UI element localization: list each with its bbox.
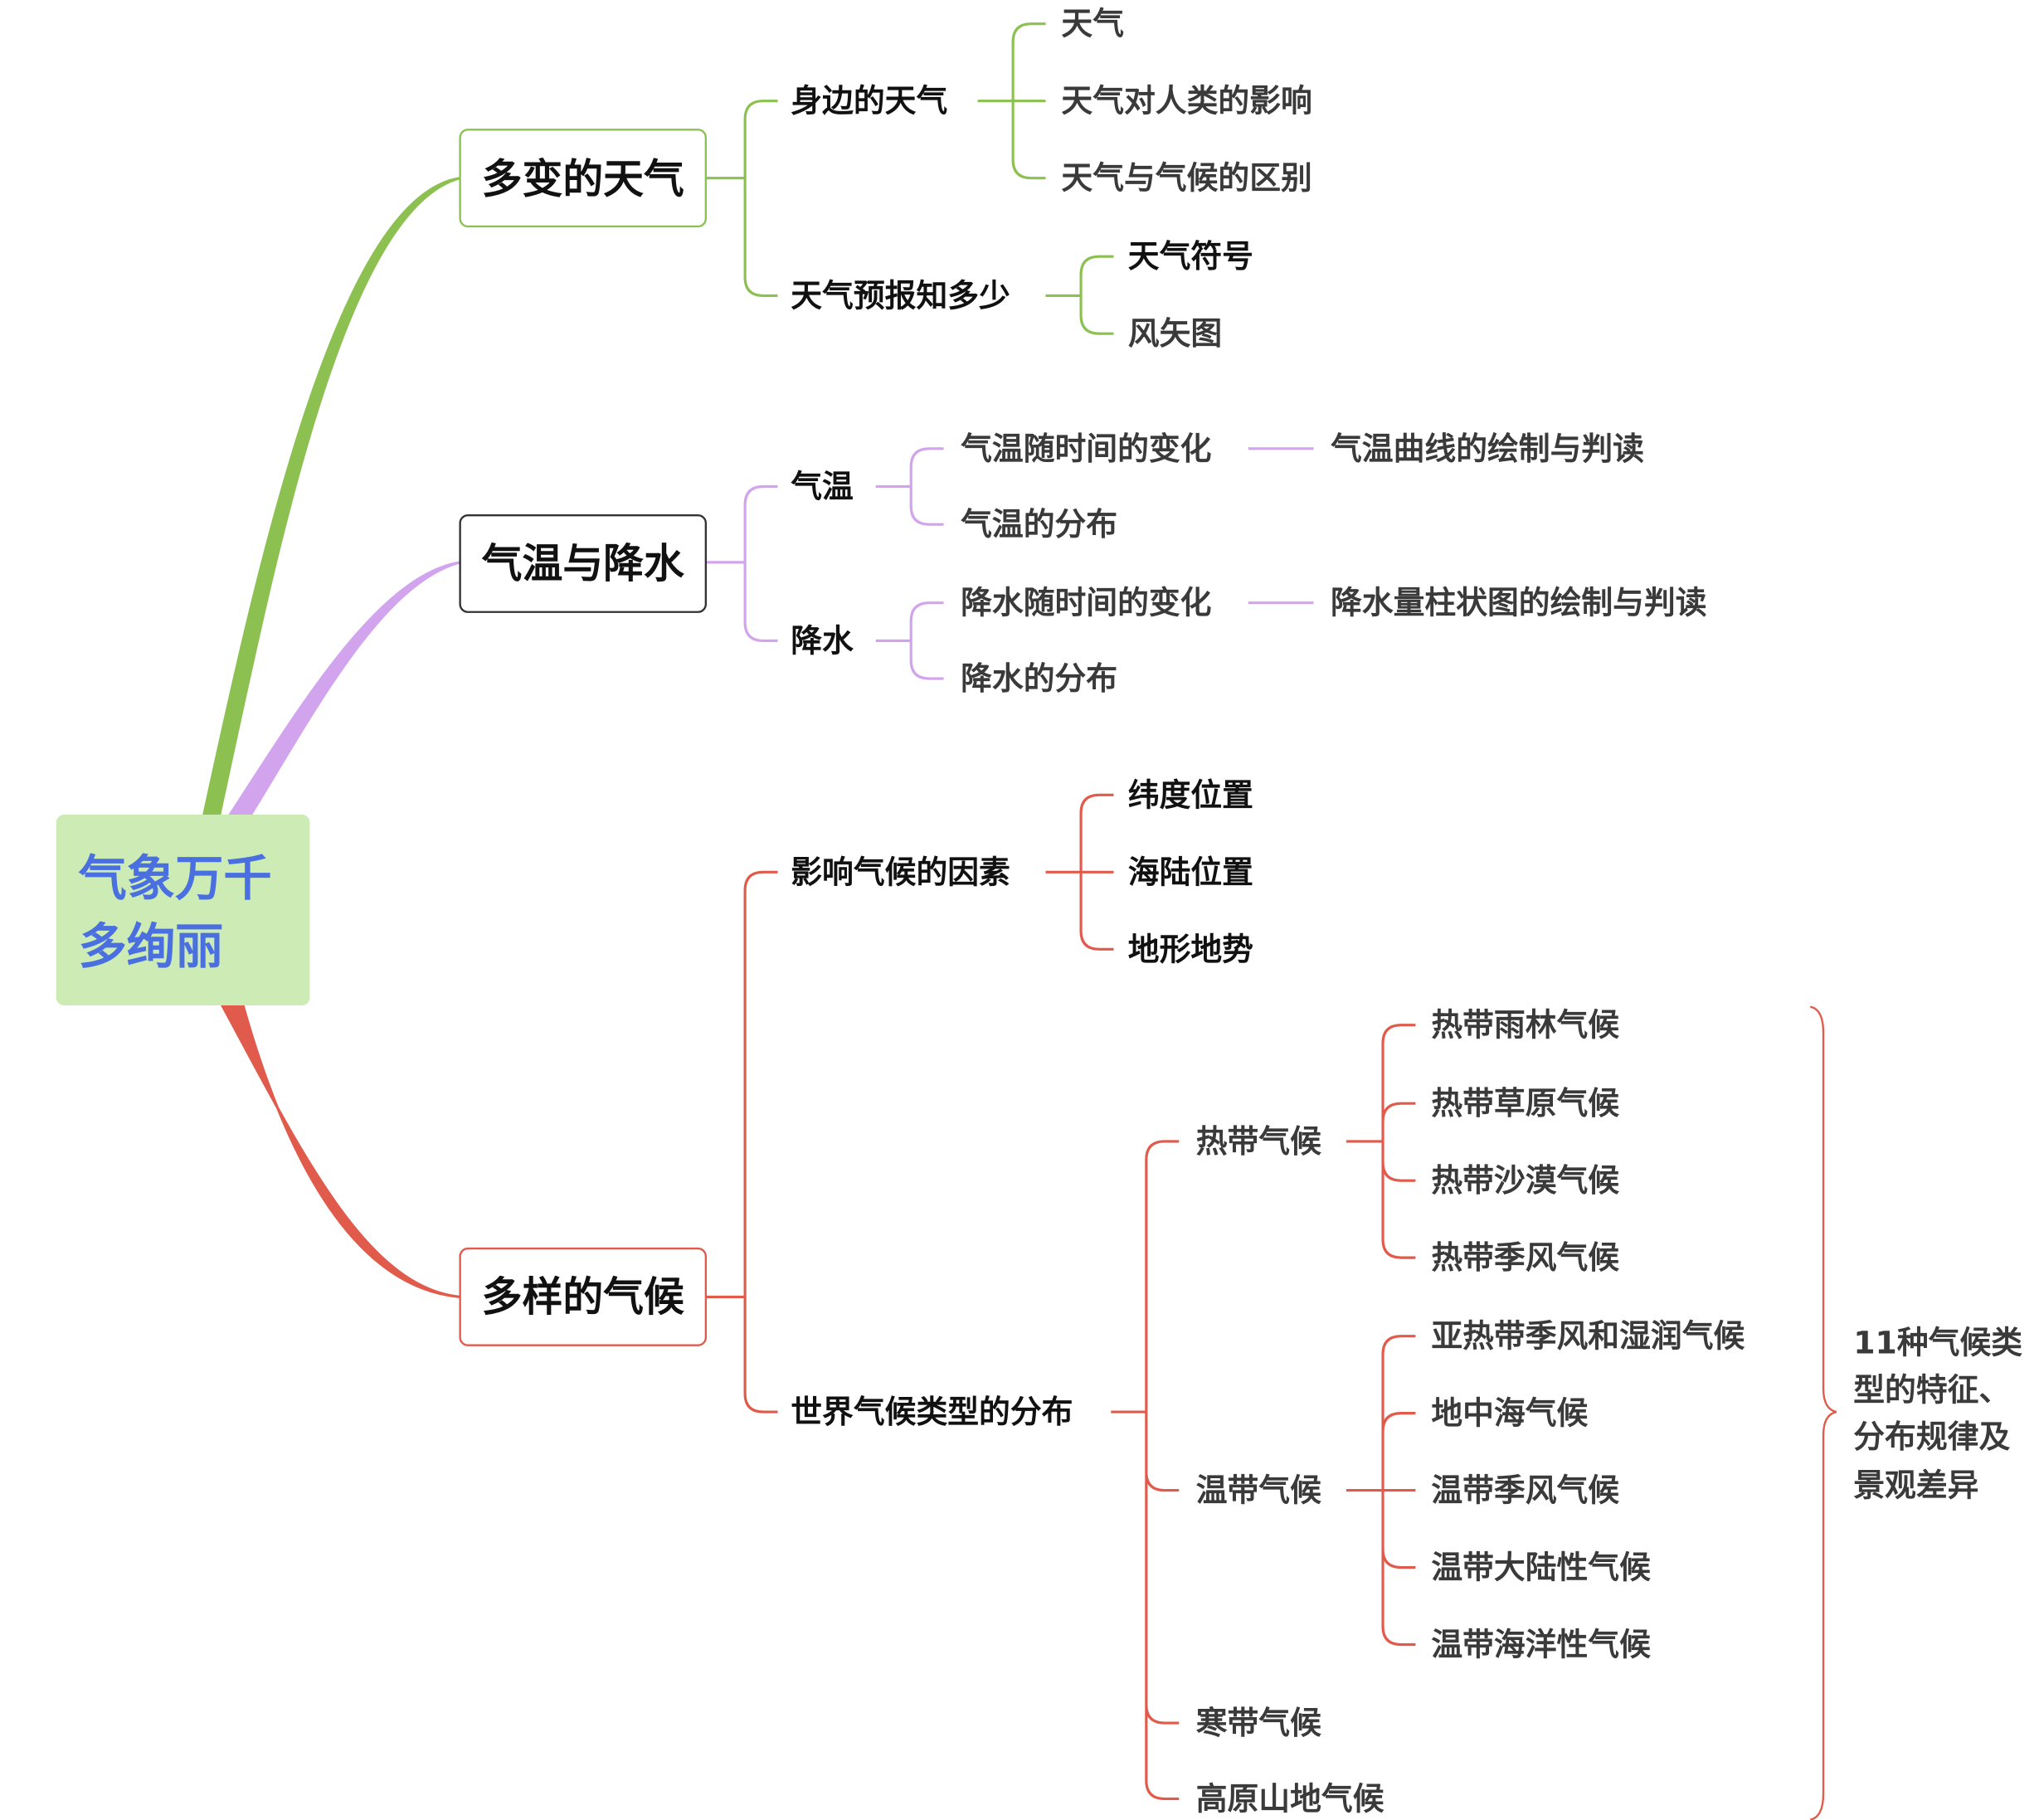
topic-climate-label: 多样的气候 [482,1273,684,1321]
node-around-weather[interactable]: 身边的天气 [791,83,947,119]
leaf-node[interactable]: 热带雨林气候 [1431,1007,1619,1044]
leaf-node[interactable]: 纬度位置 [1128,776,1253,813]
topic-temp-precip[interactable]: 气温与降水 [459,513,708,613]
topic-climate[interactable]: 多样的气候 [459,1247,708,1346]
connector-line [705,870,778,1414]
connector-line [705,100,778,298]
topic-weather[interactable]: 多变的天气 [459,129,708,228]
connector-line [1346,1024,1416,1259]
connector-line [705,484,778,642]
leaf-node[interactable]: 地中海气候 [1431,1395,1588,1432]
connector-line [977,22,1046,180]
summary-line: 分布规律及 [1853,1419,2010,1455]
node-temperature[interactable]: 气温 [791,468,854,504]
connectors [202,22,1416,1801]
leaf-node[interactable]: 热带季风气候 [1431,1239,1619,1276]
leaf-node[interactable]: 海陆位置 [1128,854,1253,890]
leaf-node[interactable]: 天气与气候的区别 [1061,160,1311,197]
summary-brace [1809,1005,1837,1820]
root-title-line2: 多绚丽 [79,918,224,975]
leaf-node[interactable]: 温带海洋性气候 [1431,1627,1651,1663]
leaf-node[interactable]: 天气 [1061,6,1124,42]
node-climate-distribution[interactable]: 世界气候类型的分布 [791,1394,1073,1430]
leaf-node[interactable]: 气温随时间的变化 [961,431,1211,467]
root-title-line1: 气象万千 [79,850,272,907]
node-forecast[interactable]: 天气预报知多少 [791,277,1010,314]
connector-line [1346,1335,1416,1647]
leaf-node[interactable]: 温带大陆性气候 [1431,1550,1651,1586]
node-climate-factors[interactable]: 影响气候的因素 [791,854,1010,890]
leaf-node[interactable]: 风矢图 [1128,315,1222,352]
connector-line [220,1004,460,1298]
node-precipitation[interactable]: 降水 [791,622,854,659]
connector-line [875,601,944,680]
connector-line [1111,1140,1180,1801]
leaf-node[interactable]: 气温曲线的绘制与判读 [1331,431,1644,467]
leaf-node[interactable]: 降水量柱状图的绘制与判读 [1331,585,1707,621]
node-frigid[interactable]: 寒带气候 [1196,1705,1321,1741]
root-node[interactable]: 气象万千 多绚丽 [56,814,310,1006]
connector-line [202,177,461,816]
node-tropical[interactable]: 热带气候 [1196,1123,1321,1160]
summary-line: 型的特征、 [1853,1371,2010,1408]
leaf-node[interactable]: 热带沙漠气候 [1431,1162,1619,1199]
topic-weather-label: 多变的天气 [482,156,684,203]
leaf-node[interactable]: 降水的分布 [961,660,1117,697]
leaf-node[interactable]: 热带草原气候 [1431,1085,1619,1122]
connector-line [1045,255,1114,335]
leaf-node[interactable]: 天气对人类的影响 [1061,83,1311,119]
topic-temp-precip-label: 气温与降水 [482,540,684,587]
summary-note[interactable]: 11种气候类 型的特征、 分布规律及 景观差异 [1853,1325,2022,1504]
leaf-node[interactable]: 地形地势 [1128,931,1253,967]
leaf-node[interactable]: 亚热带季风和湿润气候 [1431,1318,1745,1355]
leaf-node[interactable]: 天气符号 [1128,238,1253,275]
connector-line [1045,793,1114,951]
node-temperate[interactable]: 温带气候 [1196,1472,1321,1509]
leaf-node[interactable]: 温带季风气候 [1431,1472,1619,1509]
summary-line: 11种气候类 [1853,1325,2022,1361]
leaf-node[interactable]: 气温的分布 [961,506,1117,543]
connector-line [875,447,944,526]
summary-line: 景观差异 [1853,1467,1978,1503]
leaf-node[interactable]: 降水随时间的变化 [961,585,1211,621]
node-highland[interactable]: 高原山地气候 [1196,1780,1384,1817]
